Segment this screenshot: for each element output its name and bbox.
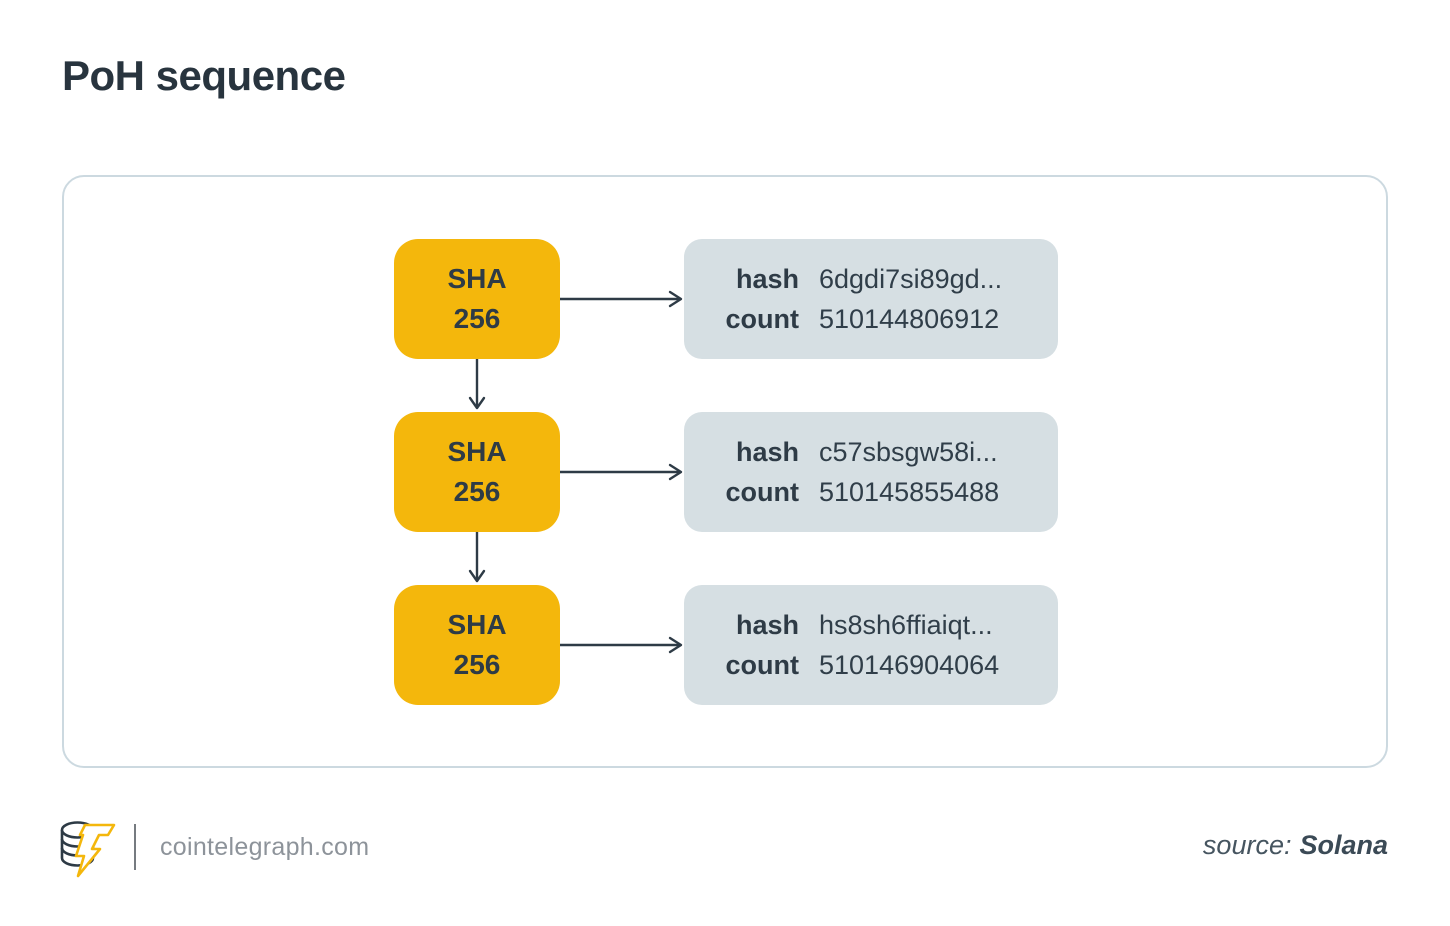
count-label: count — [725, 304, 800, 334]
count-row: count 510146904064 — [684, 647, 1058, 683]
hash-value: 6dgdi7si89gd... — [819, 264, 1003, 294]
source-attribution: source:Solana — [1203, 830, 1388, 861]
hash-label: hash — [735, 610, 799, 640]
hash-output-box-2: hash c57sbsgw58i... count 510145855488 — [684, 412, 1058, 532]
sha256-node-label-line2: 256 — [453, 303, 501, 334]
source-prefix: source: — [1202, 830, 1292, 860]
hash-label: hash — [735, 437, 799, 467]
sha256-node-label-line2: 256 — [453, 649, 501, 680]
source-name: Solana — [1299, 830, 1388, 860]
brand-url: cointelegraph.com — [160, 832, 370, 861]
diagram-frame: SHA 256 hash 6dgdi7si89gd... count 51014… — [62, 175, 1388, 768]
count-value: 510146904064 — [819, 650, 1000, 680]
footer-divider — [134, 824, 136, 870]
sha256-node-label-line1: SHA — [447, 263, 507, 294]
hash-value: hs8sh6ffiaiqt... — [819, 610, 993, 640]
hash-output-box-1: hash 6dgdi7si89gd... count 510144806912 — [684, 239, 1058, 359]
footer-brand: cointelegraph.com — [56, 814, 369, 880]
count-label: count — [725, 477, 800, 507]
count-value: 510145855488 — [819, 477, 1000, 507]
hash-row: hash hs8sh6ffiaiqt... — [684, 607, 1058, 643]
arrow-down-icon — [468, 359, 486, 410]
sha256-node-3: SHA 256 — [394, 585, 560, 705]
page-title: PoH sequence — [62, 52, 346, 99]
cointelegraph-logo-icon — [60, 821, 116, 878]
sha256-node-label-line1: SHA — [447, 609, 507, 640]
count-row: count 510144806912 — [684, 301, 1058, 337]
hash-output-box-3: hash hs8sh6ffiaiqt... count 510146904064 — [684, 585, 1058, 705]
arrow-down-icon — [468, 532, 486, 583]
count-label: count — [725, 650, 800, 680]
arrow-right-icon — [560, 636, 683, 654]
arrow-right-icon — [560, 463, 683, 481]
sha256-node-label-line1: SHA — [447, 436, 507, 467]
arrow-right-icon — [560, 290, 683, 308]
hash-label: hash — [735, 264, 799, 294]
sha256-node-label-line2: 256 — [453, 476, 501, 507]
hash-row: hash 6dgdi7si89gd... — [684, 261, 1058, 297]
count-row: count 510145855488 — [684, 474, 1058, 510]
sha256-node-1: SHA 256 — [394, 239, 560, 359]
hash-row: hash c57sbsgw58i... — [684, 434, 1058, 470]
count-value: 510144806912 — [819, 304, 1000, 334]
hash-value: c57sbsgw58i... — [819, 437, 998, 467]
sha256-node-2: SHA 256 — [394, 412, 560, 532]
